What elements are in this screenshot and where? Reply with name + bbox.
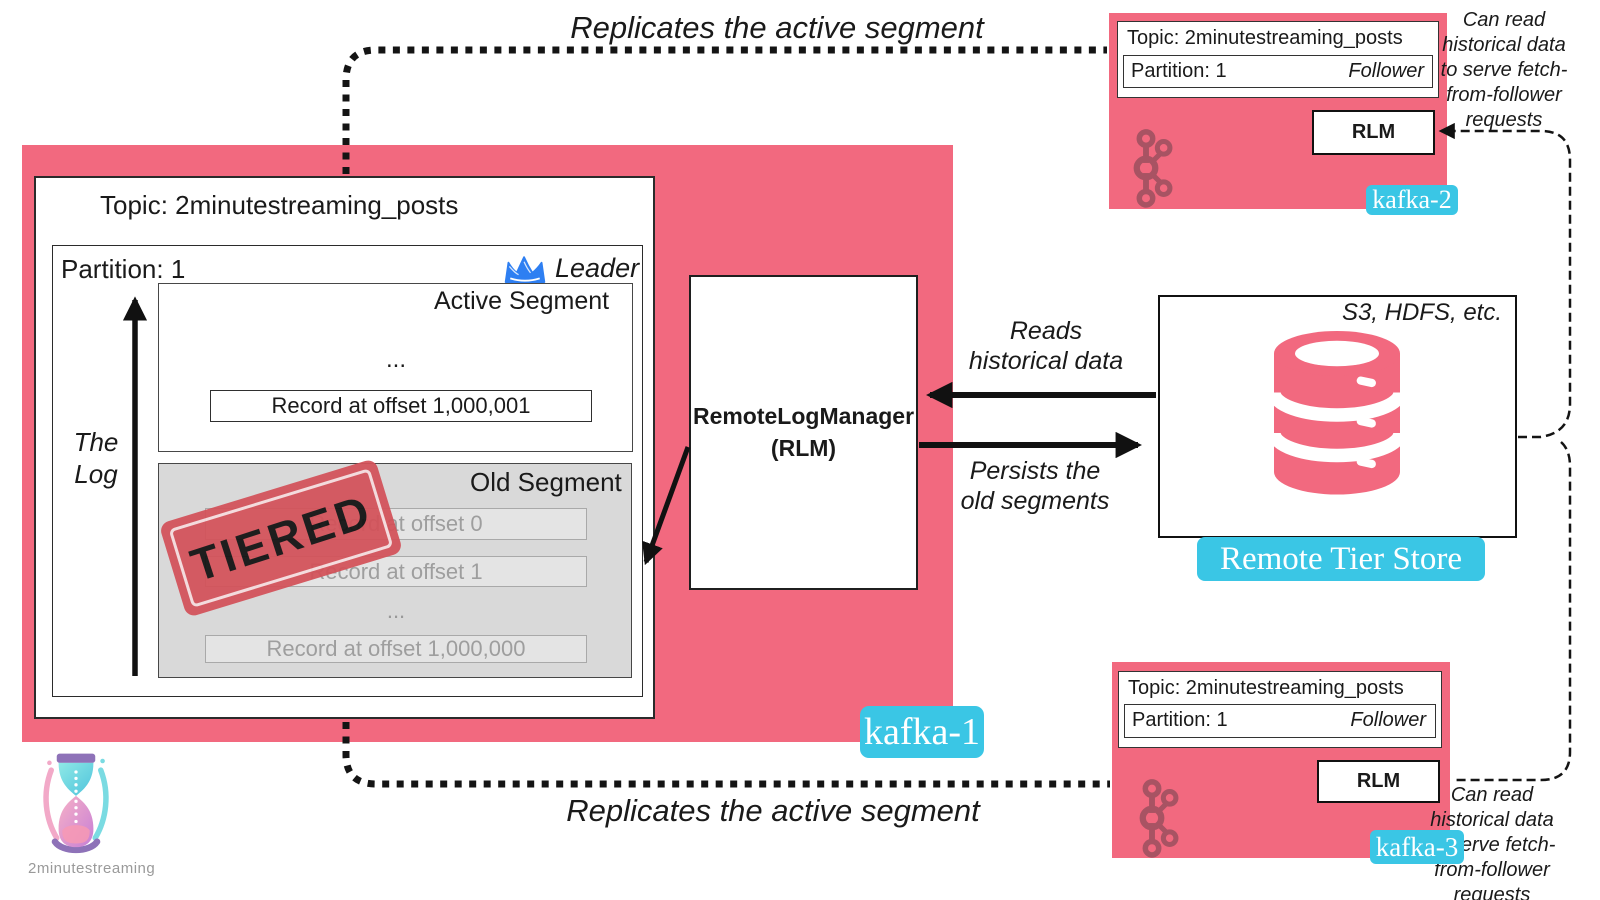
kafka2-partition-label: Partition: 1 [1131, 60, 1227, 82]
logo-text: 2minutestreaming [28, 860, 156, 877]
remote-store-badge: Remote Tier Store [1197, 537, 1485, 581]
kafka3-partition-label: Partition: 1 [1132, 709, 1228, 731]
crown-icon [502, 252, 548, 290]
active-segment-title: Active Segment [434, 287, 610, 315]
kafka2-name-badge: kafka-2 [1366, 185, 1458, 215]
rlm-title-line2: (RLM) [770, 434, 837, 461]
bottom-replication-annotation: Replicates the active segment [566, 793, 980, 828]
kafka3-topic-title: Topic: 2minutestreaming_posts [1128, 677, 1404, 699]
rlm-title-line1: RemoteLogManager [692, 403, 915, 430]
active-segment-box [158, 283, 633, 452]
the-log-label: The Log [73, 427, 119, 489]
kafka1-role-label: Leader [555, 253, 640, 283]
kafka1-topic-title: Topic: 2minutestreaming_posts [100, 190, 459, 220]
kafka2-role-label: Follower [1348, 60, 1424, 82]
kafka2-note: Can read historical data to serve fetch-… [1440, 9, 1568, 131]
kafka1-name-badge: kafka-1 [860, 706, 984, 758]
kafka-logo-icon [1118, 126, 1174, 210]
kafka-logo-icon [1124, 776, 1180, 860]
active-segment-ellipsis: ... [385, 346, 406, 373]
old-segment-title: Old Segment [470, 467, 622, 497]
kafka2-topic-title: Topic: 2minutestreaming_posts [1127, 27, 1403, 49]
top-replication-annotation: Replicates the active segment [570, 10, 984, 45]
kafka3-partition-box [1124, 704, 1436, 738]
reads-flow-label: Reads historical data [968, 317, 1124, 375]
kafka1-partition-label: Partition: 1 [61, 254, 186, 284]
kafka3-role-label: Follower [1350, 709, 1426, 731]
old-record-2: Record at offset 1,000,000 [205, 635, 587, 663]
store-corner-note: S3, HDFS, etc. [1341, 299, 1502, 326]
kafka2-partition-box [1123, 55, 1433, 88]
hourglass-logo-icon [32, 750, 120, 860]
kafka2-rlm-box: RLM [1312, 110, 1435, 155]
database-icon [1262, 328, 1412, 505]
kafka3-rlm-box: RLM [1317, 760, 1440, 803]
kafka3-name-badge: kafka-3 [1370, 830, 1464, 864]
persists-flow-label: Persists the old segments [960, 457, 1110, 515]
active-record-box: Record at offset 1,000,001 [210, 390, 592, 422]
remote-log-manager-box: RemoteLogManager (RLM) [689, 275, 918, 590]
old-segment-ellipsis: ... [386, 598, 406, 623]
